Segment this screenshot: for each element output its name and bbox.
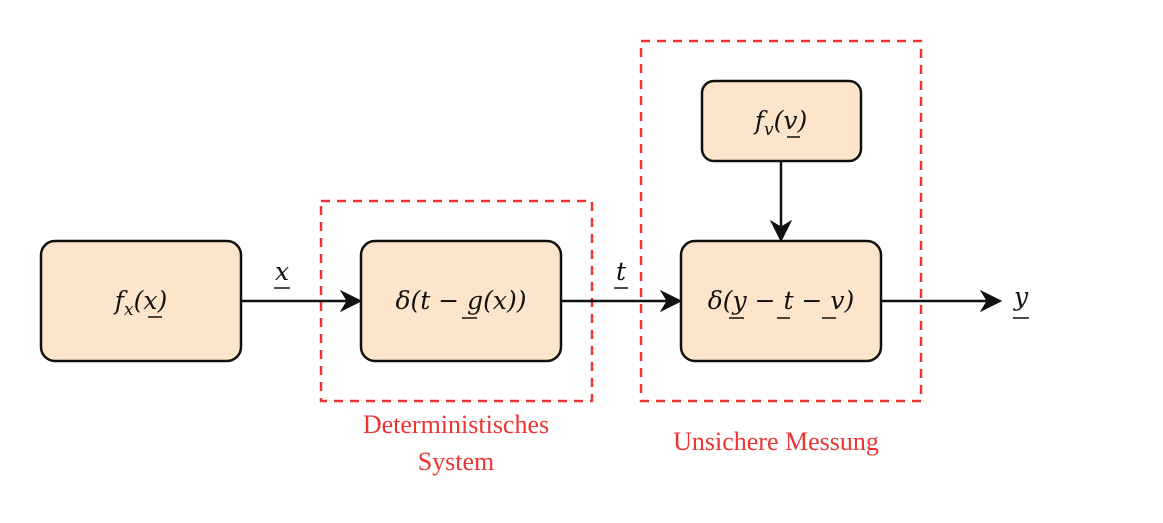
group-uncertain-label: Unsichere Messung [673,427,879,456]
node-fv-label: fv(v) [753,106,808,140]
edge-label-x: x [275,257,289,286]
node-fv-args: (v) [774,106,808,135]
edge-label-t: t [616,257,627,286]
node-fx-args: (x) [134,286,168,315]
node-delta-g [359,239,563,363]
group-deterministic-label-line1: Deterministisches [363,410,549,439]
node-fv [700,79,863,163]
node-delta-y-label: δ(y − t − v) [708,286,855,315]
group-deterministic-label-line2: System [418,447,495,476]
node-delta-g-label: δ(t − g(x)) [395,286,526,315]
node-delta-y [679,239,883,363]
node-fv-subscript: v [764,120,774,140]
node-fx [39,239,243,363]
node-fx-label: fx(x) [113,286,167,320]
node-fx-subscript: x [124,300,134,320]
edge-label-y: y [1013,282,1029,311]
